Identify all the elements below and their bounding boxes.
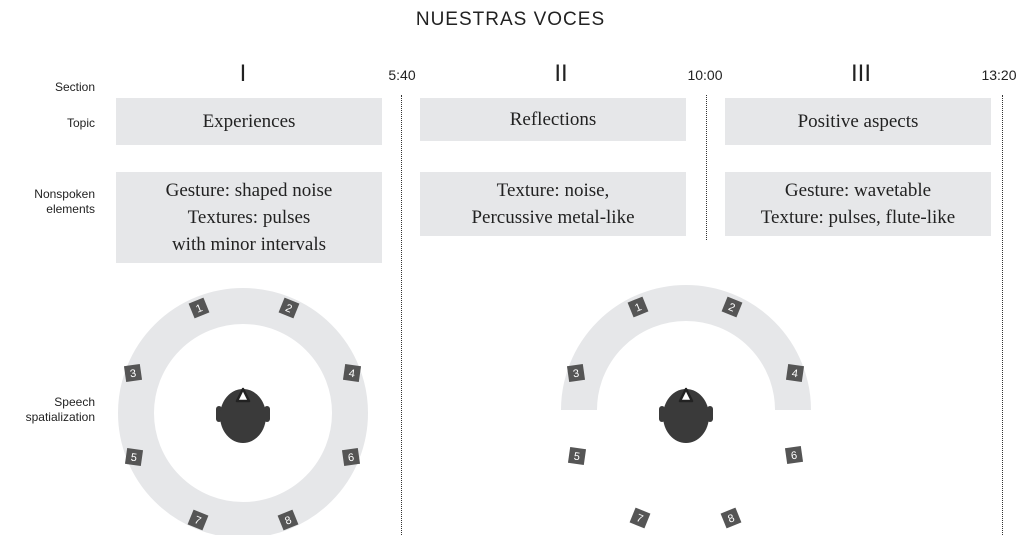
speaker-ring-full	[118, 288, 368, 535]
speaker-number: 8	[283, 514, 293, 527]
listener-head-icon	[659, 387, 713, 443]
speaker-icon: 3	[123, 363, 143, 383]
section-2-topic: Reflections	[509, 109, 597, 130]
section-2-topic-box: Reflections	[420, 98, 686, 141]
row-label-section: Section	[54, 80, 95, 94]
section-2-numeral: II	[554, 60, 568, 87]
section-2-end-time: 10:00	[687, 67, 723, 83]
row-label-topic: Topic	[66, 116, 95, 130]
speaker-icon: 8	[720, 507, 742, 529]
speaker-icon: 5	[124, 447, 144, 467]
speaker-number: 8	[726, 512, 736, 525]
section-2-nonspoken: Texture: noise, Percussive metal-like	[471, 180, 635, 228]
speaker-icon: 1	[627, 296, 649, 318]
speaker-number: 6	[347, 452, 355, 465]
section-3-boundary-line	[1002, 95, 1003, 535]
speaker-number: 4	[348, 368, 356, 381]
section-1-topic-box: Experiences	[116, 98, 382, 145]
speaker-number: 6	[790, 450, 798, 463]
speaker-icon: 2	[721, 296, 743, 318]
speaker-icon: 8	[277, 509, 299, 531]
speaker-number: 5	[130, 452, 138, 465]
speaker-icon: 4	[785, 363, 805, 383]
row-label-nonspoken: Nonspoken elements	[34, 187, 95, 216]
row-label-speech-spatialization: Speech spatialization	[25, 395, 95, 424]
speaker-icon: 1	[188, 297, 210, 319]
speaker-icon: 7	[187, 509, 209, 531]
section-3-nonspoken-box: Gesture: wavetable Texture: pulses, flut…	[725, 172, 991, 236]
speaker-icon: 2	[278, 297, 300, 319]
speaker-number: 3	[572, 368, 580, 381]
section-1-numeral: I	[239, 60, 247, 87]
speaker-number: 2	[284, 302, 294, 315]
section-1-boundary-line	[401, 95, 402, 535]
section-3-nonspoken: Gesture: wavetable Texture: pulses, flut…	[760, 180, 956, 228]
speaker-icon: 4	[342, 363, 362, 383]
diagram-title: NUESTRAS VOCES	[415, 9, 606, 30]
section-2-boundary-line	[706, 95, 707, 240]
speaker-icon: 5	[567, 446, 587, 466]
listener-head-icon	[216, 387, 270, 443]
speaker-icon: 7	[629, 507, 651, 529]
section-1-nonspoken-box: Gesture: shaped noise Textures: pulses w…	[116, 172, 382, 263]
section-3-numeral: III	[850, 60, 871, 87]
speaker-icon: 6	[784, 445, 804, 465]
section-3-topic: Positive aspects	[797, 111, 919, 132]
section-1-topic: Experiences	[202, 111, 296, 132]
section-3-end-time: 13:20	[981, 67, 1017, 83]
section-3-topic-box: Positive aspects	[725, 98, 991, 145]
speaker-number: 1	[194, 302, 204, 315]
speaker-icon: 6	[341, 447, 361, 467]
speaker-number: 2	[727, 301, 737, 314]
speaker-number: 4	[791, 368, 799, 381]
speaker-number: 3	[129, 368, 137, 381]
speaker-number: 7	[193, 514, 203, 527]
speaker-icon: 3	[566, 363, 586, 383]
speaker-number: 7	[635, 512, 645, 525]
section-1-nonspoken: Gesture: shaped noise Textures: pulses w…	[165, 180, 333, 255]
speaker-number: 1	[633, 301, 643, 314]
speaker-number: 5	[573, 451, 581, 464]
section-2-nonspoken-box: Texture: noise, Percussive metal-like	[420, 172, 686, 236]
speaker-ring-half	[561, 285, 811, 411]
section-1-end-time: 5:40	[388, 67, 416, 83]
